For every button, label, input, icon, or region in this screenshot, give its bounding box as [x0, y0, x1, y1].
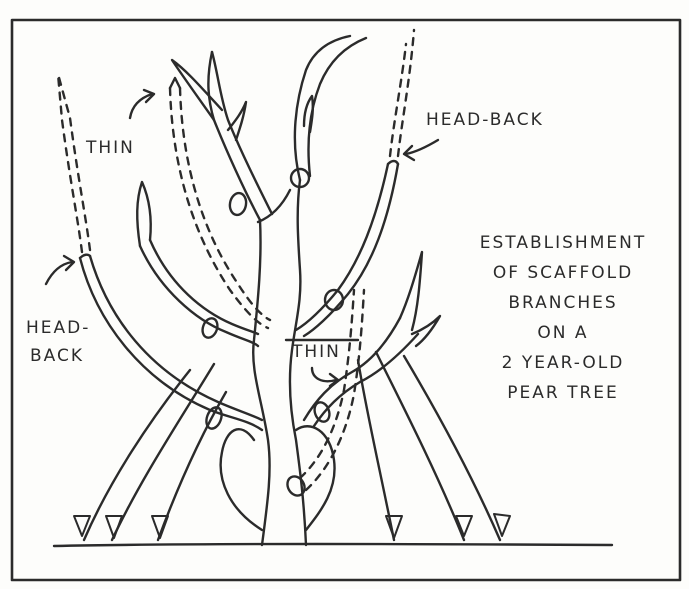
left-scaffold-removed-top-2: [58, 74, 90, 250]
caption-line: BRANCHES: [448, 288, 678, 318]
left-scaffold-cut: [80, 255, 90, 258]
label-head-back-left-line2: BACK: [30, 348, 84, 365]
caption-line: ON A: [448, 318, 678, 348]
right-scaffold-cut: [388, 161, 398, 164]
stake-4: [358, 360, 394, 540]
caption-line: PEAR TREE: [448, 378, 678, 408]
right-leader-right-edge: [308, 38, 366, 176]
stake-2: [112, 364, 214, 540]
diagram-caption: ESTABLISHMENT OF SCAFFOLD BRANCHES ON A …: [448, 228, 678, 408]
trunk-left-outline: [253, 220, 269, 545]
trunk-lower-left-lobe: [221, 429, 262, 530]
arrow-thin-top: [130, 94, 152, 118]
center-leader-ring: [228, 192, 248, 216]
right-leader-twig: [304, 96, 313, 132]
right-scaffold-removed-1: [390, 44, 406, 156]
right-mid-twig-right: [412, 316, 440, 346]
thin-branch-left-dashed-2: [180, 88, 270, 320]
right-mid-twig-up: [400, 252, 422, 330]
label-head-back-left-line1: HEAD-: [26, 320, 90, 337]
thin-branch-left-tip: [170, 78, 180, 88]
right-leader-left-edge: [295, 36, 350, 180]
label-head-back-top: HEAD-BACK: [426, 112, 544, 129]
right-scaffold-removed-2: [398, 30, 414, 156]
center-thin-ring: [284, 473, 308, 498]
caption-line: OF SCAFFOLD: [448, 258, 678, 288]
arrow-head-back-left: [46, 262, 72, 284]
mid-left-scaffold-upper: [140, 246, 258, 346]
ground-line: [54, 544, 612, 546]
left-scaffold-upper-edge: [80, 258, 262, 430]
right-scaffold-right-edge: [304, 164, 398, 336]
left-scaffold-removed-top: [58, 74, 82, 252]
caption-line: ESTABLISHMENT: [448, 228, 678, 258]
caption-line: 2 YEAR-OLD: [448, 348, 678, 378]
center-leader-twig-right: [228, 102, 246, 140]
center-leader-right-edge: [212, 52, 272, 214]
mid-left-scaffold-branch-tip: [137, 182, 151, 246]
label-thin-center: THIN: [292, 344, 341, 361]
label-thin-top: THIN: [86, 140, 135, 157]
stake-1: [84, 370, 190, 540]
